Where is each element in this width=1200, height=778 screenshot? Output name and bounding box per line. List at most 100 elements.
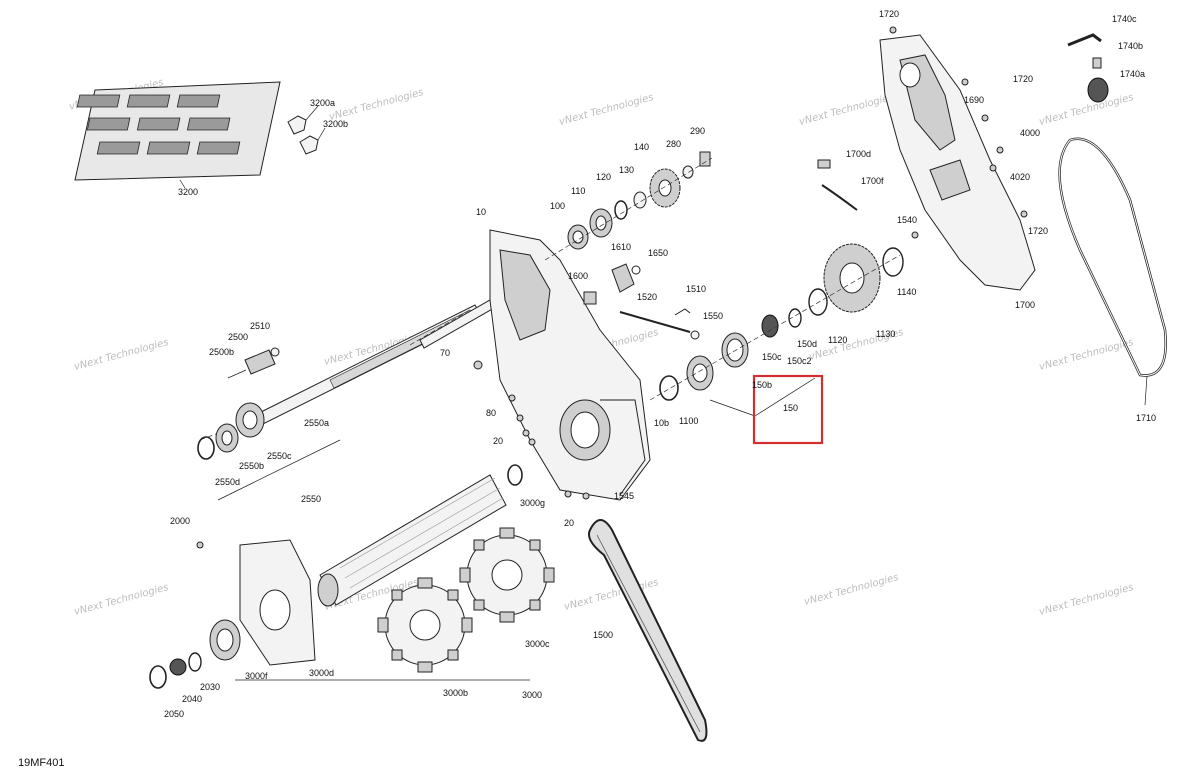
callout-1550: 1550 bbox=[703, 311, 723, 321]
washer-130 bbox=[633, 191, 647, 209]
callout-2550c: 2550c bbox=[267, 451, 292, 461]
bolt-4020 bbox=[989, 164, 997, 172]
nut-2040 bbox=[169, 658, 187, 676]
chain-1710 bbox=[1058, 137, 1167, 377]
bearing-150b bbox=[686, 355, 714, 391]
callout-80: 80 bbox=[486, 408, 496, 418]
callout-3200a: 3200a bbox=[310, 98, 335, 108]
bolt-20 bbox=[528, 438, 536, 446]
callout-2550: 2550 bbox=[301, 494, 321, 504]
callout-140: 140 bbox=[634, 142, 649, 152]
clip-3200b bbox=[299, 127, 326, 155]
leader-150-up bbox=[754, 377, 816, 417]
callout-1720: 1720 bbox=[879, 9, 899, 19]
callout-1120: 1120 bbox=[828, 335, 847, 345]
callout-1100: 1100 bbox=[679, 416, 698, 426]
bearing-110 bbox=[589, 208, 613, 238]
belt-1500 bbox=[588, 519, 708, 742]
ring-3000g bbox=[507, 464, 523, 486]
bolt-1540 bbox=[911, 231, 919, 239]
callout-20b: 20 bbox=[564, 518, 574, 528]
ring-150d bbox=[788, 308, 802, 328]
callout-2550d: 2550d bbox=[215, 477, 240, 487]
callout-2550a: 2550a bbox=[304, 418, 329, 428]
callout-1740c: 1740c bbox=[1112, 14, 1137, 24]
cover-1700 bbox=[879, 34, 1036, 291]
bolt-1545 bbox=[582, 492, 590, 500]
callout-3000: 3000 bbox=[522, 690, 542, 700]
ring-1120 bbox=[808, 288, 828, 316]
callout-10b: 10b bbox=[654, 418, 669, 428]
sprocket-3000b bbox=[377, 577, 473, 673]
callout-2500: 2500 bbox=[228, 332, 248, 342]
callout-1540: 1540 bbox=[897, 215, 917, 225]
callout-110: 110 bbox=[571, 186, 585, 196]
callout-2040: 2040 bbox=[182, 694, 202, 704]
callout-4020: 4020 bbox=[1010, 172, 1030, 182]
bracket-2500 bbox=[227, 347, 280, 379]
callout-3000f: 3000f bbox=[245, 671, 268, 681]
pad-1600 bbox=[583, 291, 597, 305]
pin-1510 bbox=[674, 308, 691, 316]
callout-1690: 1690 bbox=[964, 95, 984, 105]
callout-3200: 3200 bbox=[178, 187, 198, 197]
tube-1740c bbox=[1067, 33, 1102, 47]
watermark: vNext Technologies bbox=[73, 582, 170, 618]
callout-150b: 150b bbox=[752, 380, 772, 390]
driveshaft-3000 bbox=[317, 474, 507, 607]
callout-1720b: 1720 bbox=[1013, 74, 1033, 84]
callout-1710: 1710 bbox=[1136, 413, 1156, 423]
clip-1650 bbox=[631, 265, 641, 275]
callout-1700: 1700 bbox=[1015, 300, 1035, 310]
callout-290: 290 bbox=[690, 126, 705, 136]
callout-2550b: 2550b bbox=[239, 461, 264, 471]
callout-1545: 1545 bbox=[614, 491, 634, 501]
axis-upper bbox=[544, 157, 713, 261]
watermark: vNext Technologies bbox=[73, 337, 170, 373]
fitting-1700d bbox=[817, 159, 831, 169]
ring-2550d bbox=[197, 436, 215, 460]
callout-1740a: 1740a bbox=[1120, 69, 1145, 79]
shaft-upper bbox=[409, 299, 495, 349]
figure-id: 19MF401 bbox=[18, 757, 64, 769]
callout-3000g: 3000g bbox=[520, 498, 545, 508]
seal-100 bbox=[567, 224, 589, 250]
callout-1650: 1650 bbox=[648, 248, 668, 258]
callout-1700d: 1700d bbox=[846, 149, 871, 159]
callout-1130: 1130 bbox=[876, 329, 895, 339]
watermark: vNext Technologies bbox=[328, 87, 425, 123]
sprocket-1130 bbox=[823, 243, 881, 313]
callout-1700f: 1700f bbox=[861, 176, 884, 186]
bearing-2550c bbox=[235, 402, 265, 438]
callout-layer: 10 20 20 70 80 100 110 120 130 140 280 2… bbox=[164, 9, 1156, 719]
callout-10: 10 bbox=[476, 207, 486, 217]
callout-70: 70 bbox=[440, 348, 450, 358]
leader-2550 bbox=[217, 439, 341, 501]
ring-2050 bbox=[149, 665, 167, 689]
chaincase-10 bbox=[489, 229, 651, 501]
seal-1100 bbox=[659, 375, 679, 401]
bolt-290 bbox=[699, 151, 711, 167]
nut-1550 bbox=[690, 330, 700, 340]
decal-sheet-3200 bbox=[74, 81, 281, 189]
callout-1510: 1510 bbox=[686, 284, 706, 294]
callout-1740b: 1740b bbox=[1118, 41, 1143, 51]
callout-2030: 2030 bbox=[200, 682, 220, 692]
ring-2030 bbox=[188, 652, 202, 672]
callout-1600: 1600 bbox=[568, 271, 588, 281]
watermark: vNext Technologies bbox=[1038, 337, 1135, 373]
bearing-2550b bbox=[215, 423, 239, 453]
callout-1520: 1520 bbox=[637, 292, 657, 302]
watermark: vNext Technologies bbox=[558, 92, 655, 128]
callout-1720c: 1720 bbox=[1028, 226, 1048, 236]
plate-3000d bbox=[239, 539, 316, 666]
highlight-box bbox=[752, 374, 824, 445]
callout-3000b: 3000b bbox=[443, 688, 468, 698]
hose-1700f bbox=[821, 184, 858, 211]
callout-1500: 1500 bbox=[593, 630, 613, 640]
callout-3000d: 3000d bbox=[309, 668, 334, 678]
rod-1520 bbox=[619, 311, 691, 333]
axis-lower bbox=[649, 254, 901, 401]
watermark: vNext Technologies bbox=[803, 572, 900, 608]
